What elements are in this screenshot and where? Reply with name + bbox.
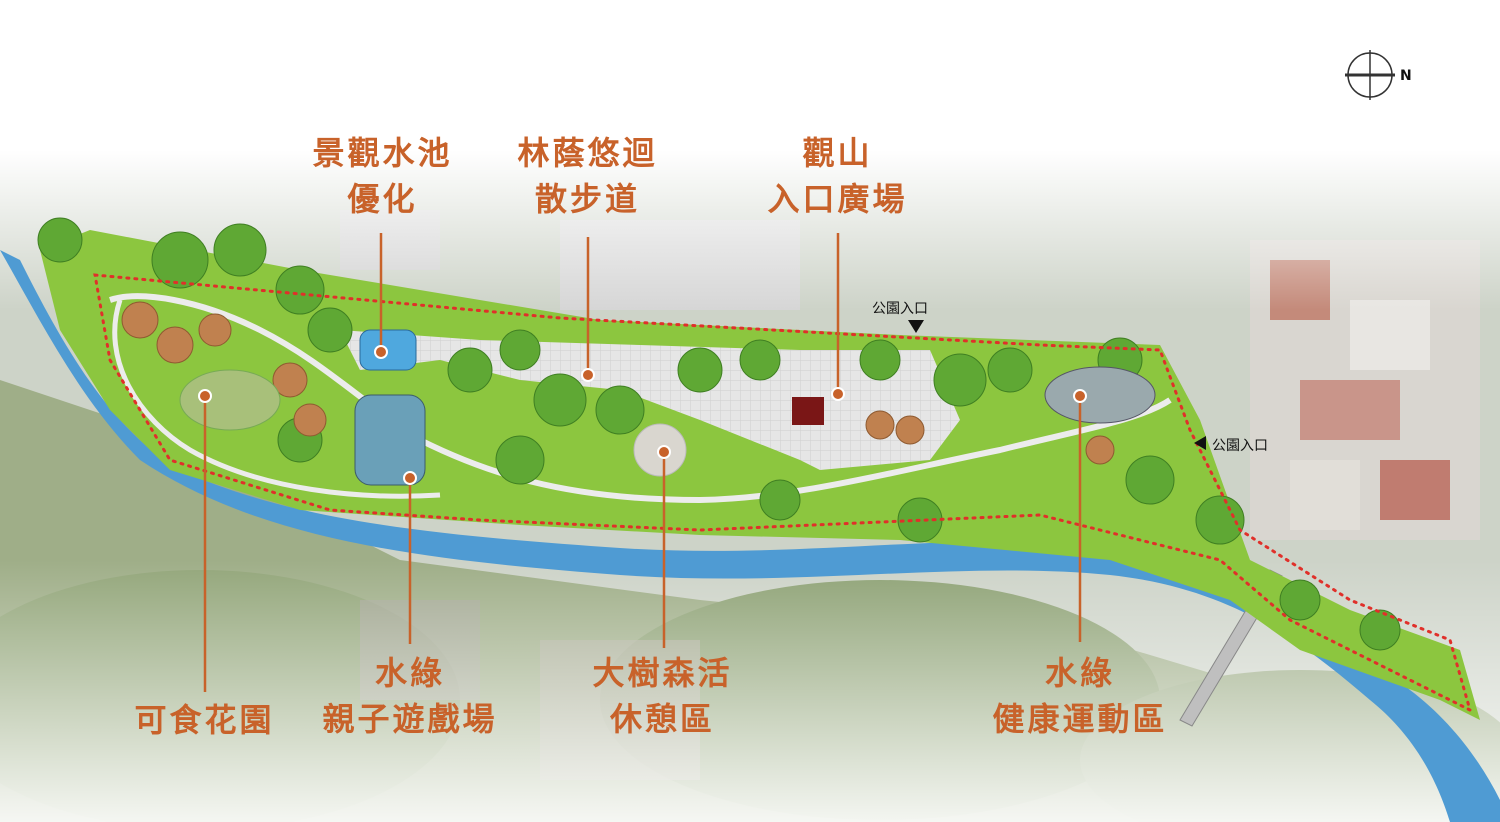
- fitness-area: [1044, 366, 1156, 424]
- north-arrow-icon: N: [1345, 50, 1412, 100]
- tree-canopy: [37, 217, 1401, 651]
- triangle-down-icon: [908, 320, 924, 333]
- callout-tree-rest-area: 大樹森活 休憩區: [592, 654, 733, 738]
- callout-water-playground: 水綠 親子遊戲場: [322, 654, 498, 738]
- edible-garden-bed: [179, 369, 281, 431]
- park-entrance-right-label: 公園入口: [1212, 438, 1268, 454]
- water-playground: [354, 394, 426, 486]
- paved-plaza: [340, 330, 960, 470]
- plaza-feature: [792, 397, 824, 425]
- callout-fitness-area: 水綠 健康運動區: [992, 654, 1168, 738]
- callout-entrance-plaza: 觀山 入口廣場: [767, 134, 908, 218]
- loop-path: [112, 299, 441, 499]
- callout-leaders: [198, 233, 1087, 692]
- callout-shade-trail: 林蔭悠迴 散步道: [517, 134, 658, 218]
- callout-edible-garden: 可食花園: [134, 701, 275, 739]
- park-entrance-top-label: 公園入口: [872, 301, 928, 317]
- triangle-left-icon: [1194, 436, 1206, 450]
- callout-landscape-pond: 景觀水池 優化: [312, 134, 453, 218]
- compass-label: N: [1400, 68, 1412, 84]
- aerial-background: [0, 150, 1500, 822]
- walking-path: [109, 293, 1172, 504]
- landscape-pond: [359, 329, 417, 371]
